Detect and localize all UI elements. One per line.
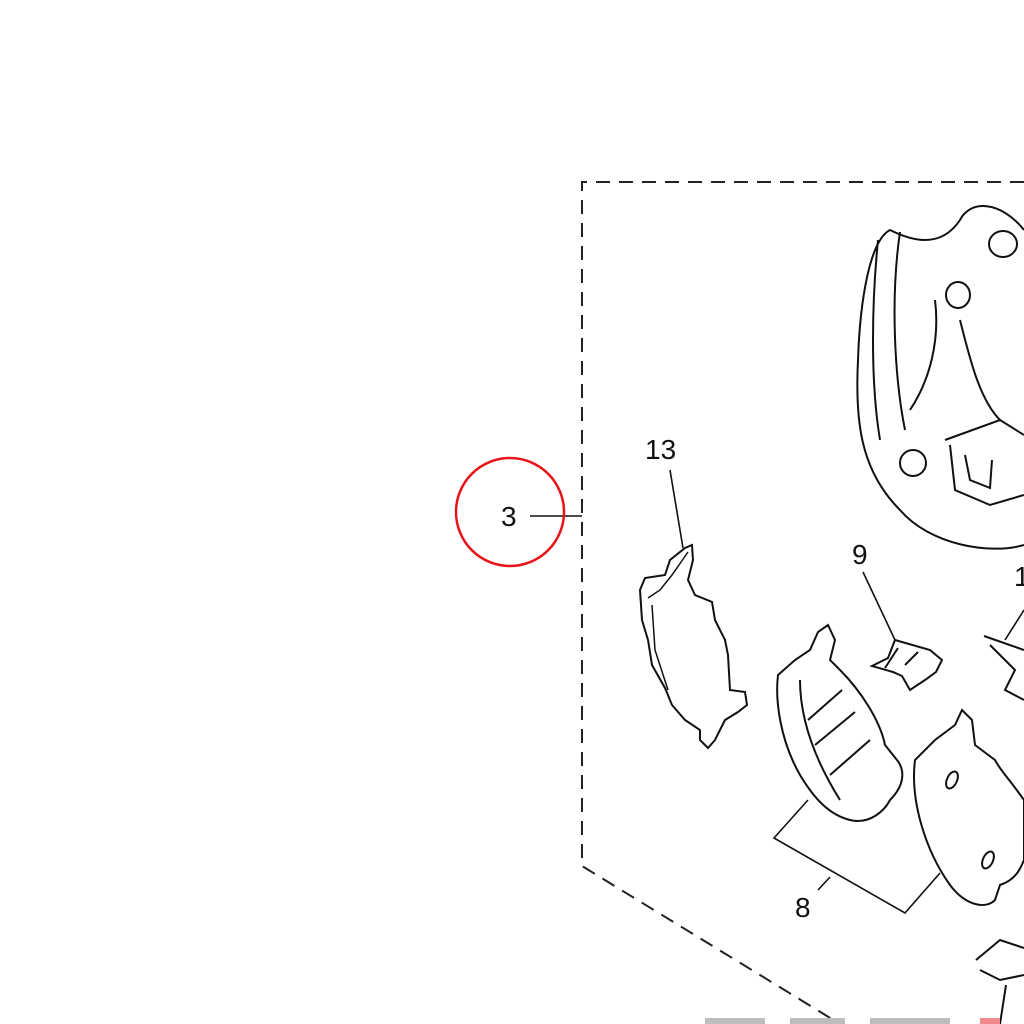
assembly-boundary — [581, 181, 1024, 1024]
leader-lines — [530, 469, 1024, 915]
part-13-shim — [638, 543, 749, 750]
callout-13[interactable]: 13 — [645, 434, 676, 465]
callout-8[interactable]: 8 — [795, 892, 811, 923]
watermark-fragment — [705, 1018, 1000, 1024]
callout-9[interactable]: 9 — [852, 539, 868, 570]
part-9-clip — [869, 638, 944, 692]
caliper-body — [856, 205, 1024, 550]
highlight-circle — [454, 456, 566, 568]
part-8-pad-left — [776, 623, 904, 822]
part-8-pad-right — [913, 708, 1024, 906]
callout-3[interactable]: 3 — [501, 501, 517, 532]
callout-1-partial[interactable]: 1 — [1014, 561, 1024, 592]
part-partial-right — [975, 635, 1024, 1024]
